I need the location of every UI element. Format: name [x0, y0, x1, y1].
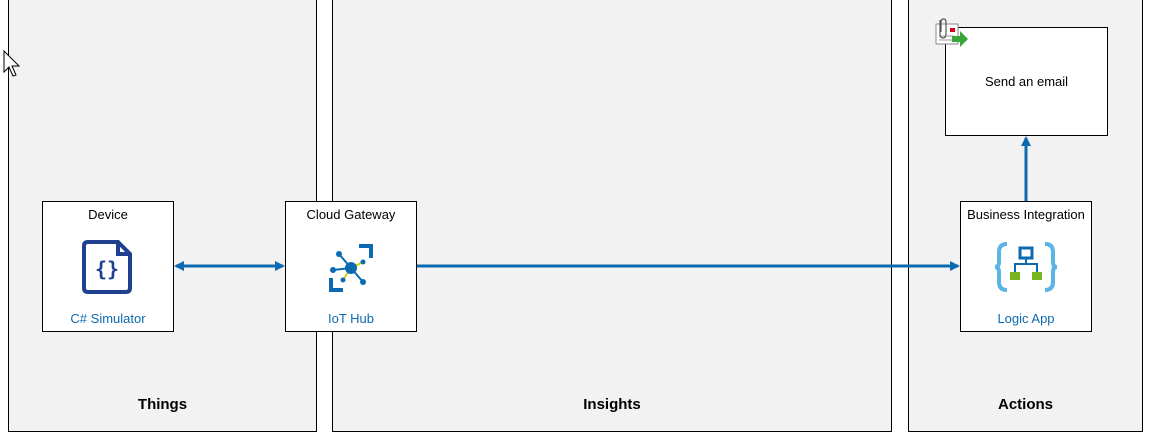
lane-title-things: Things	[137, 396, 188, 413]
svg-text:{}: {}	[95, 257, 119, 281]
iot-hub-icon	[286, 240, 416, 301]
business-title: Business Integration	[967, 207, 1085, 222]
mouse-cursor-icon	[3, 49, 23, 85]
logic-app-icon	[961, 240, 1091, 299]
send-email-label: Send an email	[984, 74, 1069, 89]
gateway-node[interactable]: Cloud Gateway IoT Hub	[285, 201, 417, 332]
email-attachment-icon	[930, 16, 970, 57]
device-title: Device	[88, 207, 128, 222]
send-email-box[interactable]: Send an email	[945, 27, 1108, 136]
code-file-icon: {}	[43, 240, 173, 299]
gateway-title: Cloud Gateway	[306, 207, 396, 222]
device-node[interactable]: Device {} C# Simulator	[42, 201, 174, 332]
device-subtitle[interactable]: C# Simulator	[70, 311, 146, 326]
lane-title-insights: Insights	[583, 396, 641, 413]
business-node[interactable]: Business Integration Logic App	[960, 201, 1092, 332]
lane-title-actions: Actions	[997, 396, 1053, 413]
business-subtitle[interactable]: Logic App	[997, 311, 1055, 326]
lane-insights: Insights	[332, 0, 892, 432]
gateway-subtitle[interactable]: IoT Hub	[327, 311, 374, 326]
